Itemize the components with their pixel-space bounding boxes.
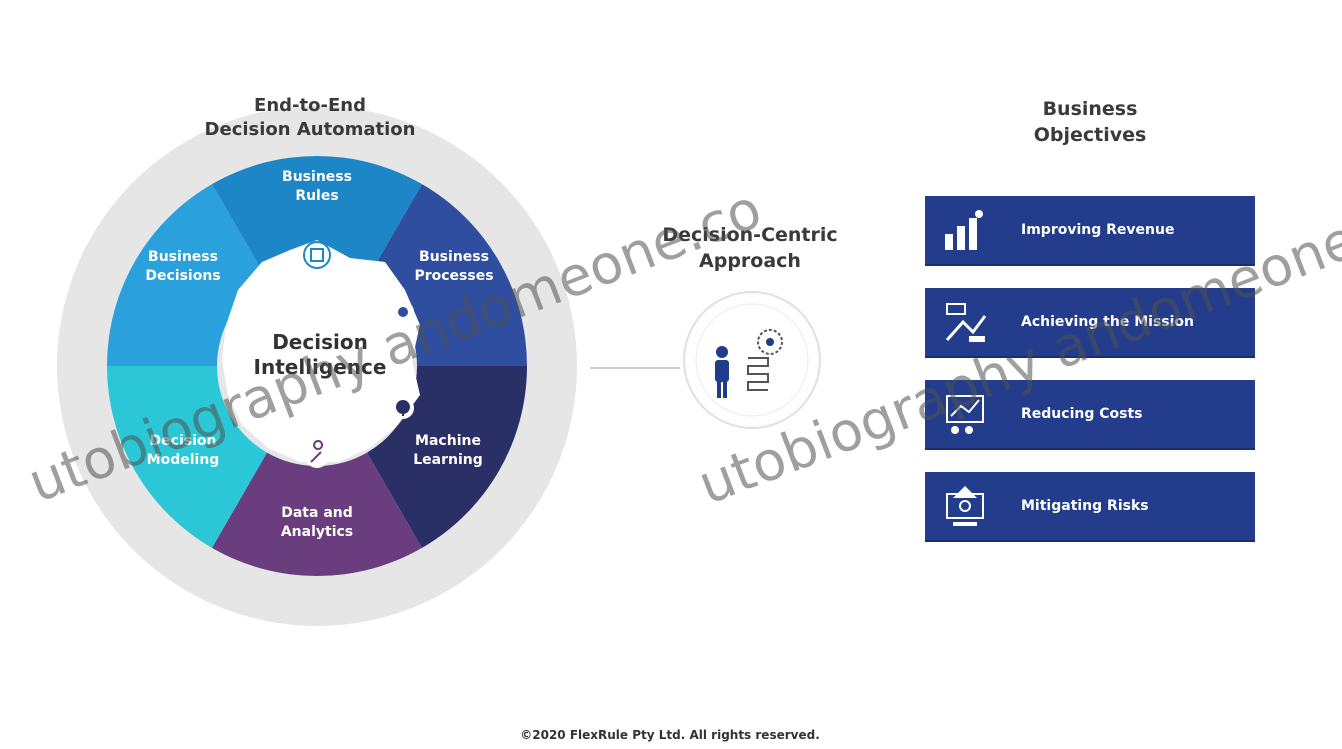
objective-label: Reducing Costs [1021,406,1143,422]
segment-label-line: Analytics [280,524,354,540]
center-label: Decision Intelligence [240,330,400,380]
objectives-title-line-1: Business [1042,98,1138,120]
segment-label-line: Decisions [145,268,221,284]
center-label-line-1: Decision [272,330,368,354]
objective-label: Improving Revenue [1021,222,1175,238]
objectives-title: Business Objectives [990,96,1190,148]
risk-icon [925,472,1015,540]
analytics-icon [305,440,329,468]
objective-label: Mitigating Risks [1021,498,1149,514]
segment-label-line: Processes [414,268,494,284]
revenue-chart-icon [925,196,1015,264]
segment-label-line: Machine [415,433,481,449]
objective-reducing-costs: Reducing Costs [925,380,1255,448]
center-shape [222,240,420,462]
wheel-title-line-2: Decision Automation [204,119,416,140]
objective-achieving-mission: Achieving the Mission [925,288,1255,356]
segment-label-line: Learning [413,452,483,468]
center-label-line-2: Intelligence [253,355,387,379]
reduce-costs-icon [925,380,1015,448]
wheel-segment-data-and-analytics [212,452,422,576]
objectives-title-line-2: Objectives [1033,124,1147,146]
approach-title-line-1: Decision-Centric [662,224,838,246]
segment-label-line: Decision [149,433,217,449]
rules-icon [303,241,331,269]
approach-title-line-2: Approach [699,250,801,272]
mission-icon [925,288,1015,356]
segment-label-line: Business [148,249,218,265]
segment-label-line: Business [282,169,352,185]
wheel-title-line-1: End-to-End [254,95,366,116]
ml-icon [392,397,414,419]
process-icon [392,301,414,323]
copyright-footer: ©2020 FlexRule Pty Ltd. All rights reser… [520,728,820,742]
decision-person-icon [715,329,783,398]
segment-label-line: Modeling [146,452,220,468]
wheel-segment-business-decisions [107,184,267,366]
wheel-title: End-to-End Decision Automation [170,94,450,142]
segment-label-line: Business [419,249,489,265]
objective-improving-revenue: Improving Revenue [925,196,1255,264]
objective-label: Achieving the Mission [1021,314,1194,330]
segment-label-line: Rules [295,188,339,204]
wheel-segment-business-rules [212,156,422,280]
objective-mitigating-risks: Mitigating Risks [925,472,1255,540]
wheel-segment-decision-modeling [107,366,267,548]
approach-title: Decision-Centric Approach [640,222,860,274]
segment-label-line: Data and [281,505,353,521]
